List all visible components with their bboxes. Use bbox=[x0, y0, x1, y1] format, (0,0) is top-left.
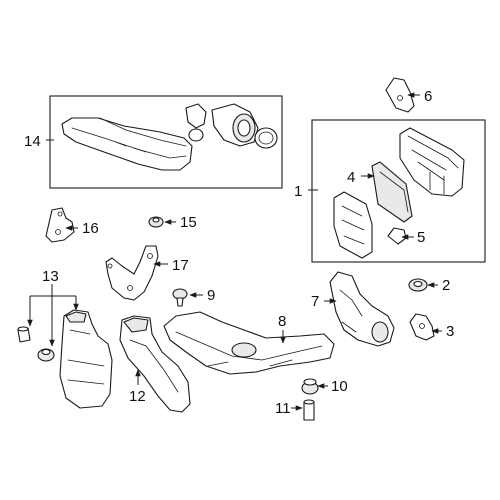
part-6-bracket bbox=[385, 77, 415, 113]
part-14-intake-duct bbox=[61, 103, 278, 171]
part-12-duct bbox=[119, 315, 191, 413]
part-9-push-clip bbox=[172, 288, 188, 307]
part-3-bracket bbox=[409, 313, 435, 341]
frame-part-14-group bbox=[49, 95, 283, 189]
part-1-air-cleaner-assembly bbox=[399, 127, 465, 197]
part-2-grommet bbox=[408, 278, 428, 292]
callout-5: 5 bbox=[417, 229, 425, 246]
callout-11: 11 bbox=[275, 400, 291, 417]
callout-15: 15 bbox=[180, 214, 197, 231]
part-15-grommet bbox=[148, 216, 164, 228]
callout-8: 8 bbox=[278, 313, 286, 330]
callout-13: 13 bbox=[42, 268, 59, 285]
callout-12: 12 bbox=[129, 388, 146, 405]
callout-3: 3 bbox=[446, 323, 454, 340]
part-8-intake-duct bbox=[163, 311, 335, 375]
callout-1: 1 bbox=[294, 183, 302, 200]
part-17-mounting-bracket bbox=[105, 245, 159, 301]
part-16-bracket bbox=[45, 207, 75, 243]
part-13-reservoir bbox=[59, 309, 113, 409]
part-1-lower-housing bbox=[333, 191, 373, 259]
callout-10: 10 bbox=[331, 378, 348, 395]
part-13-plug bbox=[17, 326, 31, 343]
callout-6: 6 bbox=[424, 88, 432, 105]
part-4-air-filter bbox=[371, 161, 413, 223]
callout-9: 9 bbox=[207, 287, 215, 304]
part-5-clip bbox=[387, 227, 407, 245]
callout-4: 4 bbox=[347, 169, 355, 186]
callout-14: 14 bbox=[24, 133, 41, 150]
callout-17: 17 bbox=[172, 257, 189, 274]
part-7-resonator-duct bbox=[329, 271, 395, 347]
callout-7: 7 bbox=[311, 293, 319, 310]
frame-part-1-group bbox=[311, 119, 486, 263]
part-11-sleeve bbox=[303, 399, 315, 421]
part-10-grommet bbox=[301, 378, 319, 395]
callout-2: 2 bbox=[442, 277, 450, 294]
callout-16: 16 bbox=[82, 220, 99, 237]
part-13-grommet bbox=[37, 348, 55, 362]
